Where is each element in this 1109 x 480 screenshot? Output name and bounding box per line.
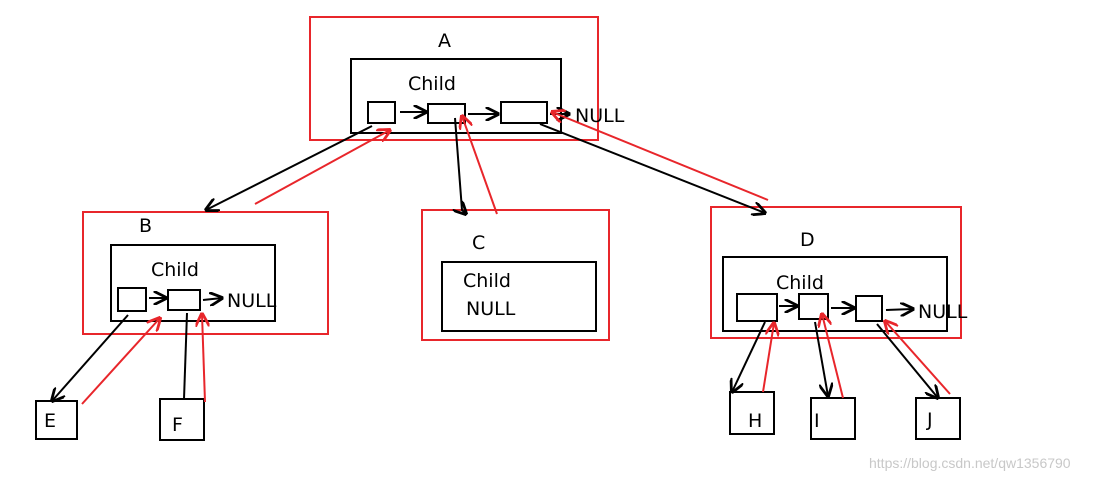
arrow-i-to-d	[822, 314, 844, 399]
arrow-a-to-c	[455, 117, 466, 214]
node-d-child-box	[722, 256, 948, 332]
node-d-link-3-null	[885, 309, 913, 310]
watermark-text: https://blog.csdn.net/qw1356790	[869, 455, 1071, 471]
node-d-slot-1	[736, 293, 778, 322]
arrow-a-to-b	[206, 125, 373, 210]
leaf-f: F	[159, 398, 205, 441]
leaf-f-box	[159, 398, 205, 441]
arrow-d-to-h	[732, 321, 766, 392]
node-d-outer-box	[710, 206, 962, 339]
node-b-null-label: NULL	[227, 290, 277, 312]
node-b-slot-1	[117, 287, 147, 312]
leaf-e-box	[35, 400, 78, 440]
node-a-null-label: NULL	[575, 105, 625, 127]
arrow-d-to-i	[814, 321, 828, 396]
leaf-j-label: J	[926, 409, 933, 431]
node-d-null-label: NULL	[918, 301, 968, 323]
leaf-h-box	[729, 391, 775, 435]
leaf-i-label: I	[814, 410, 820, 432]
node-b-name: B	[139, 215, 152, 237]
node-a-child-label: Child	[408, 73, 456, 95]
node-a-slot-2	[427, 103, 466, 124]
node-c-outer-box	[421, 209, 610, 341]
node-b-outer-box	[82, 211, 329, 335]
node-c: C Child NULL	[421, 209, 610, 341]
node-a-slot-1	[367, 101, 396, 124]
node-b: B Child NULL	[82, 211, 329, 335]
node-b-child-label: Child	[151, 259, 199, 281]
arrow-d-to-a	[552, 112, 769, 201]
leaf-h-label: H	[748, 410, 762, 432]
node-a-slot-3	[500, 101, 548, 124]
child-pointer-arrows	[52, 117, 938, 401]
node-d-name: D	[800, 229, 815, 251]
node-c-child-box	[441, 261, 597, 332]
node-c-child-label: Child	[463, 270, 511, 292]
node-c-name: C	[472, 232, 485, 254]
node-a-name: A	[438, 30, 451, 52]
leaf-j: J	[915, 397, 961, 440]
node-b-link-2-null	[202, 298, 222, 300]
arrow-b-to-a	[254, 130, 390, 205]
node-d: D Child NULL	[710, 206, 968, 339]
arrow-d-to-j	[876, 323, 938, 398]
arrow-h-to-d	[762, 323, 774, 393]
arrow-c-to-a	[462, 116, 498, 215]
arrow-b-to-e	[52, 314, 129, 401]
node-d-slot-2	[798, 293, 829, 320]
node-c-null-label: NULL	[466, 298, 516, 320]
node-d-child-label: Child	[776, 272, 824, 294]
arrow-f-to-b	[202, 314, 205, 403]
node-a-outer-box	[309, 16, 599, 141]
leaf-h: H	[729, 391, 775, 435]
node-d-slot-3	[855, 295, 883, 322]
leaf-f-label: F	[172, 414, 183, 436]
leaf-j-box	[915, 397, 961, 440]
leaf-e: E	[35, 400, 78, 440]
node-b-slot-2	[167, 289, 201, 311]
arrow-a-to-d	[539, 123, 765, 213]
node-b-child-box	[110, 244, 276, 322]
arrow-j-to-d	[885, 321, 951, 395]
arrow-b-to-f	[183, 312, 188, 400]
leaf-i: I	[810, 397, 856, 440]
arrow-e-to-b	[81, 318, 160, 405]
parent-pointer-arrows	[81, 112, 951, 405]
leaf-e-label: E	[44, 410, 56, 432]
